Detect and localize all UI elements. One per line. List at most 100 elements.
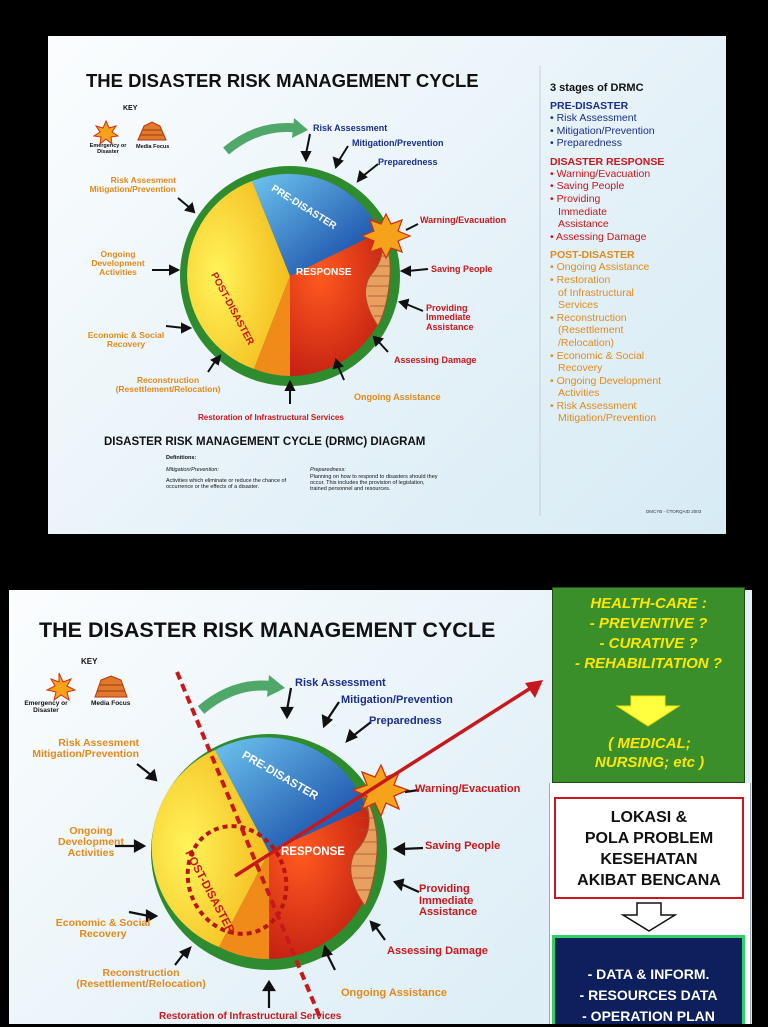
hollow-down-arrow-icon (620, 902, 678, 932)
lokasi-line: AKIBAT BENCANA (577, 872, 721, 889)
dashed-divider-line (175, 671, 323, 1021)
list-item: • Mitigation/Prevention (550, 124, 655, 137)
label-risk-left: Risk Assesment Mitigation/Prevention (89, 175, 176, 194)
emergency-key-icon (92, 119, 120, 146)
response-wedge-2 (269, 808, 376, 959)
media-focus-key-icon-2 (94, 675, 128, 698)
list-item: of Infrastructural (558, 286, 634, 299)
healthcare-line: - PREVENTIVE ? (589, 615, 708, 632)
key-heading-2: KEY (81, 657, 98, 666)
key-media-label: Media Focus (136, 144, 170, 150)
cycle-arrows (152, 133, 429, 404)
healthcare-line: HEALTH-CARE : (590, 595, 707, 612)
sidebar-heading: 3 stages of DRMC (550, 82, 644, 94)
label-ongoing-assistance: Ongoing Assistance (354, 392, 441, 402)
key-emergency-label: Emergency or Disaster (89, 143, 127, 155)
label-providing-2: Providing Immediate Assistance (419, 883, 478, 919)
label-economic-2: Economic & Social Recovery (55, 917, 151, 941)
sidebar-pre-list: • Risk Assessment • Mitigation/Preventio… (550, 112, 710, 150)
slide2-diagram-svg (45, 671, 543, 1021)
list-item: Recovery (558, 362, 603, 375)
label-economic: Economic & Social Recovery (87, 330, 165, 349)
emergency-icon-2 (351, 763, 410, 818)
list-item: • Saving People (550, 180, 625, 193)
label-risk-assessment-2: Risk Assessment (295, 677, 386, 689)
def-prep-text: Planning on how to respond to disasters … (310, 474, 438, 492)
healthcare-bottom-line: NURSING; etc ) (594, 754, 705, 771)
post-disaster-wedge (187, 181, 290, 369)
data-line: - RESOURCES DATA (579, 987, 718, 1003)
label-ongoing-dev-2: Ongoing Development Activities (58, 825, 124, 860)
list-item: • Ongoing Assistance (550, 261, 650, 274)
response-wedge (290, 232, 391, 377)
label-warning-2: Warning/Evacuation (415, 783, 521, 795)
def-mit-title: Mitigation/Prevention: (166, 467, 219, 473)
label-assessing-2: Assessing Damage (387, 945, 488, 957)
emergency-icon (360, 212, 412, 260)
sidebar-pre-heading: PRE-DISASTER (550, 100, 629, 112)
key-heading: KEY (123, 105, 138, 112)
label-mitigation: Mitigation/Prevention (352, 138, 444, 148)
data-line: - DATA & INFORM. (587, 966, 710, 982)
wedge-response-label-2: RESPONSE (281, 846, 345, 858)
slide2-title: THE DISASTER RISK MANAGEMENT CYCLE (39, 618, 496, 642)
label-mitigation-2: Mitigation/Prevention (341, 694, 453, 706)
list-item: Mitigation/Prevention (558, 412, 657, 425)
label-assessing: Assessing Damage (394, 355, 477, 365)
list-item: /Relocation) (558, 336, 615, 349)
healthcare-line: - CURATIVE ? (599, 635, 698, 652)
lokasi-box: LOKASI & POLA PROBLEM KESEHATAN AKIBAT B… (554, 797, 744, 899)
label-preparedness-2: Preparedness (369, 715, 442, 727)
list-item: • Reconstruction (550, 311, 627, 324)
slide1-footer: DMCYB - ©TORQAID 2003 (646, 509, 702, 514)
healthcare-bottom: ( MEDICAL; NURSING; etc ) (553, 734, 746, 772)
list-item: Assistance (558, 218, 609, 231)
sidebar-resp-list: • Warning/Evacuation • Saving People • P… (550, 168, 710, 244)
lokasi-line: LOKASI & (610, 809, 688, 826)
list-item: • Assessing Damage (550, 230, 647, 243)
key-media-label-2: Media Focus (91, 700, 131, 707)
healthcare-lines: HEALTH-CARE : - PREVENTIVE ? - CURATIVE … (553, 588, 744, 674)
sidebar-resp-heading: DISASTER RESPONSE (550, 155, 665, 168)
data-line: - OPERATION PLAN (582, 1008, 715, 1024)
label-reconstruction: Reconstruction (Resettlement/Relocation) (115, 375, 221, 394)
healthcare-box: HEALTH-CARE : - PREVENTIVE ? - CURATIVE … (552, 587, 745, 783)
list-item: • Ongoing Development (550, 374, 662, 387)
label-providing: Providing Immediate Assistance (426, 303, 474, 332)
sidebar-post-heading: POST-DISASTER (550, 249, 635, 262)
healthcare-line: - REHABILITATION ? (575, 655, 722, 672)
list-item: Immediate (558, 205, 608, 218)
list-item: • Economic & Social (550, 349, 645, 362)
label-restoration: Restoration of Infrastructural Services (198, 413, 344, 422)
pre-disaster-wedge (252, 173, 380, 276)
list-item: • Risk Assessment (550, 399, 637, 412)
list-item: • Risk Assessment (550, 112, 637, 124)
list-item: • Warning/Evacuation (550, 167, 651, 180)
slide1-title: THE DISASTER RISK MANAGEMENT CYCLE (86, 70, 479, 91)
label-warning: Warning/Evacuation (420, 215, 507, 225)
label-preparedness: Preparedness (378, 157, 438, 167)
slide-top: THE DISASTER RISK MANAGEMENT CYCLE KEY (48, 36, 726, 534)
list-item: • Restoration (550, 273, 611, 286)
media-focus-band-2 (350, 785, 378, 908)
definitions-heading: Definitions: (166, 455, 197, 461)
label-risk-assessment: Risk Assessment (313, 123, 388, 133)
list-item: • Preparedness (550, 137, 622, 150)
lokasi-line: KESEHATAN (600, 851, 698, 868)
green-cycle-arrow (223, 122, 297, 155)
label-saving: Saving People (431, 264, 493, 274)
label-risk-left-2: Risk Assesment Mitigation/Prevention (32, 737, 139, 761)
healthcare-bottom-line: ( MEDICAL; (608, 735, 691, 752)
label-restoration-2: Restoration of Infrastructural Services (159, 1011, 342, 1022)
lokasi-line: POLA PROBLEM (584, 830, 714, 847)
green-cycle-arrow-2 (197, 680, 272, 714)
diagram-title: DISASTER RISK MANAGEMENT CYCLE (DRMC) DI… (104, 436, 426, 448)
list-item: • Providing (550, 192, 601, 205)
list-item: Services (558, 299, 599, 312)
healthcare-pointer-arrow (234, 682, 538, 878)
down-arrow-icon (615, 695, 681, 727)
label-saving-2: Saving People (425, 840, 501, 852)
key-emergency-label-2: Emergency or Disaster (24, 700, 68, 714)
label-ongoing-assistance-2: Ongoing Assistance (341, 987, 447, 999)
list-item: Activities (558, 387, 600, 400)
